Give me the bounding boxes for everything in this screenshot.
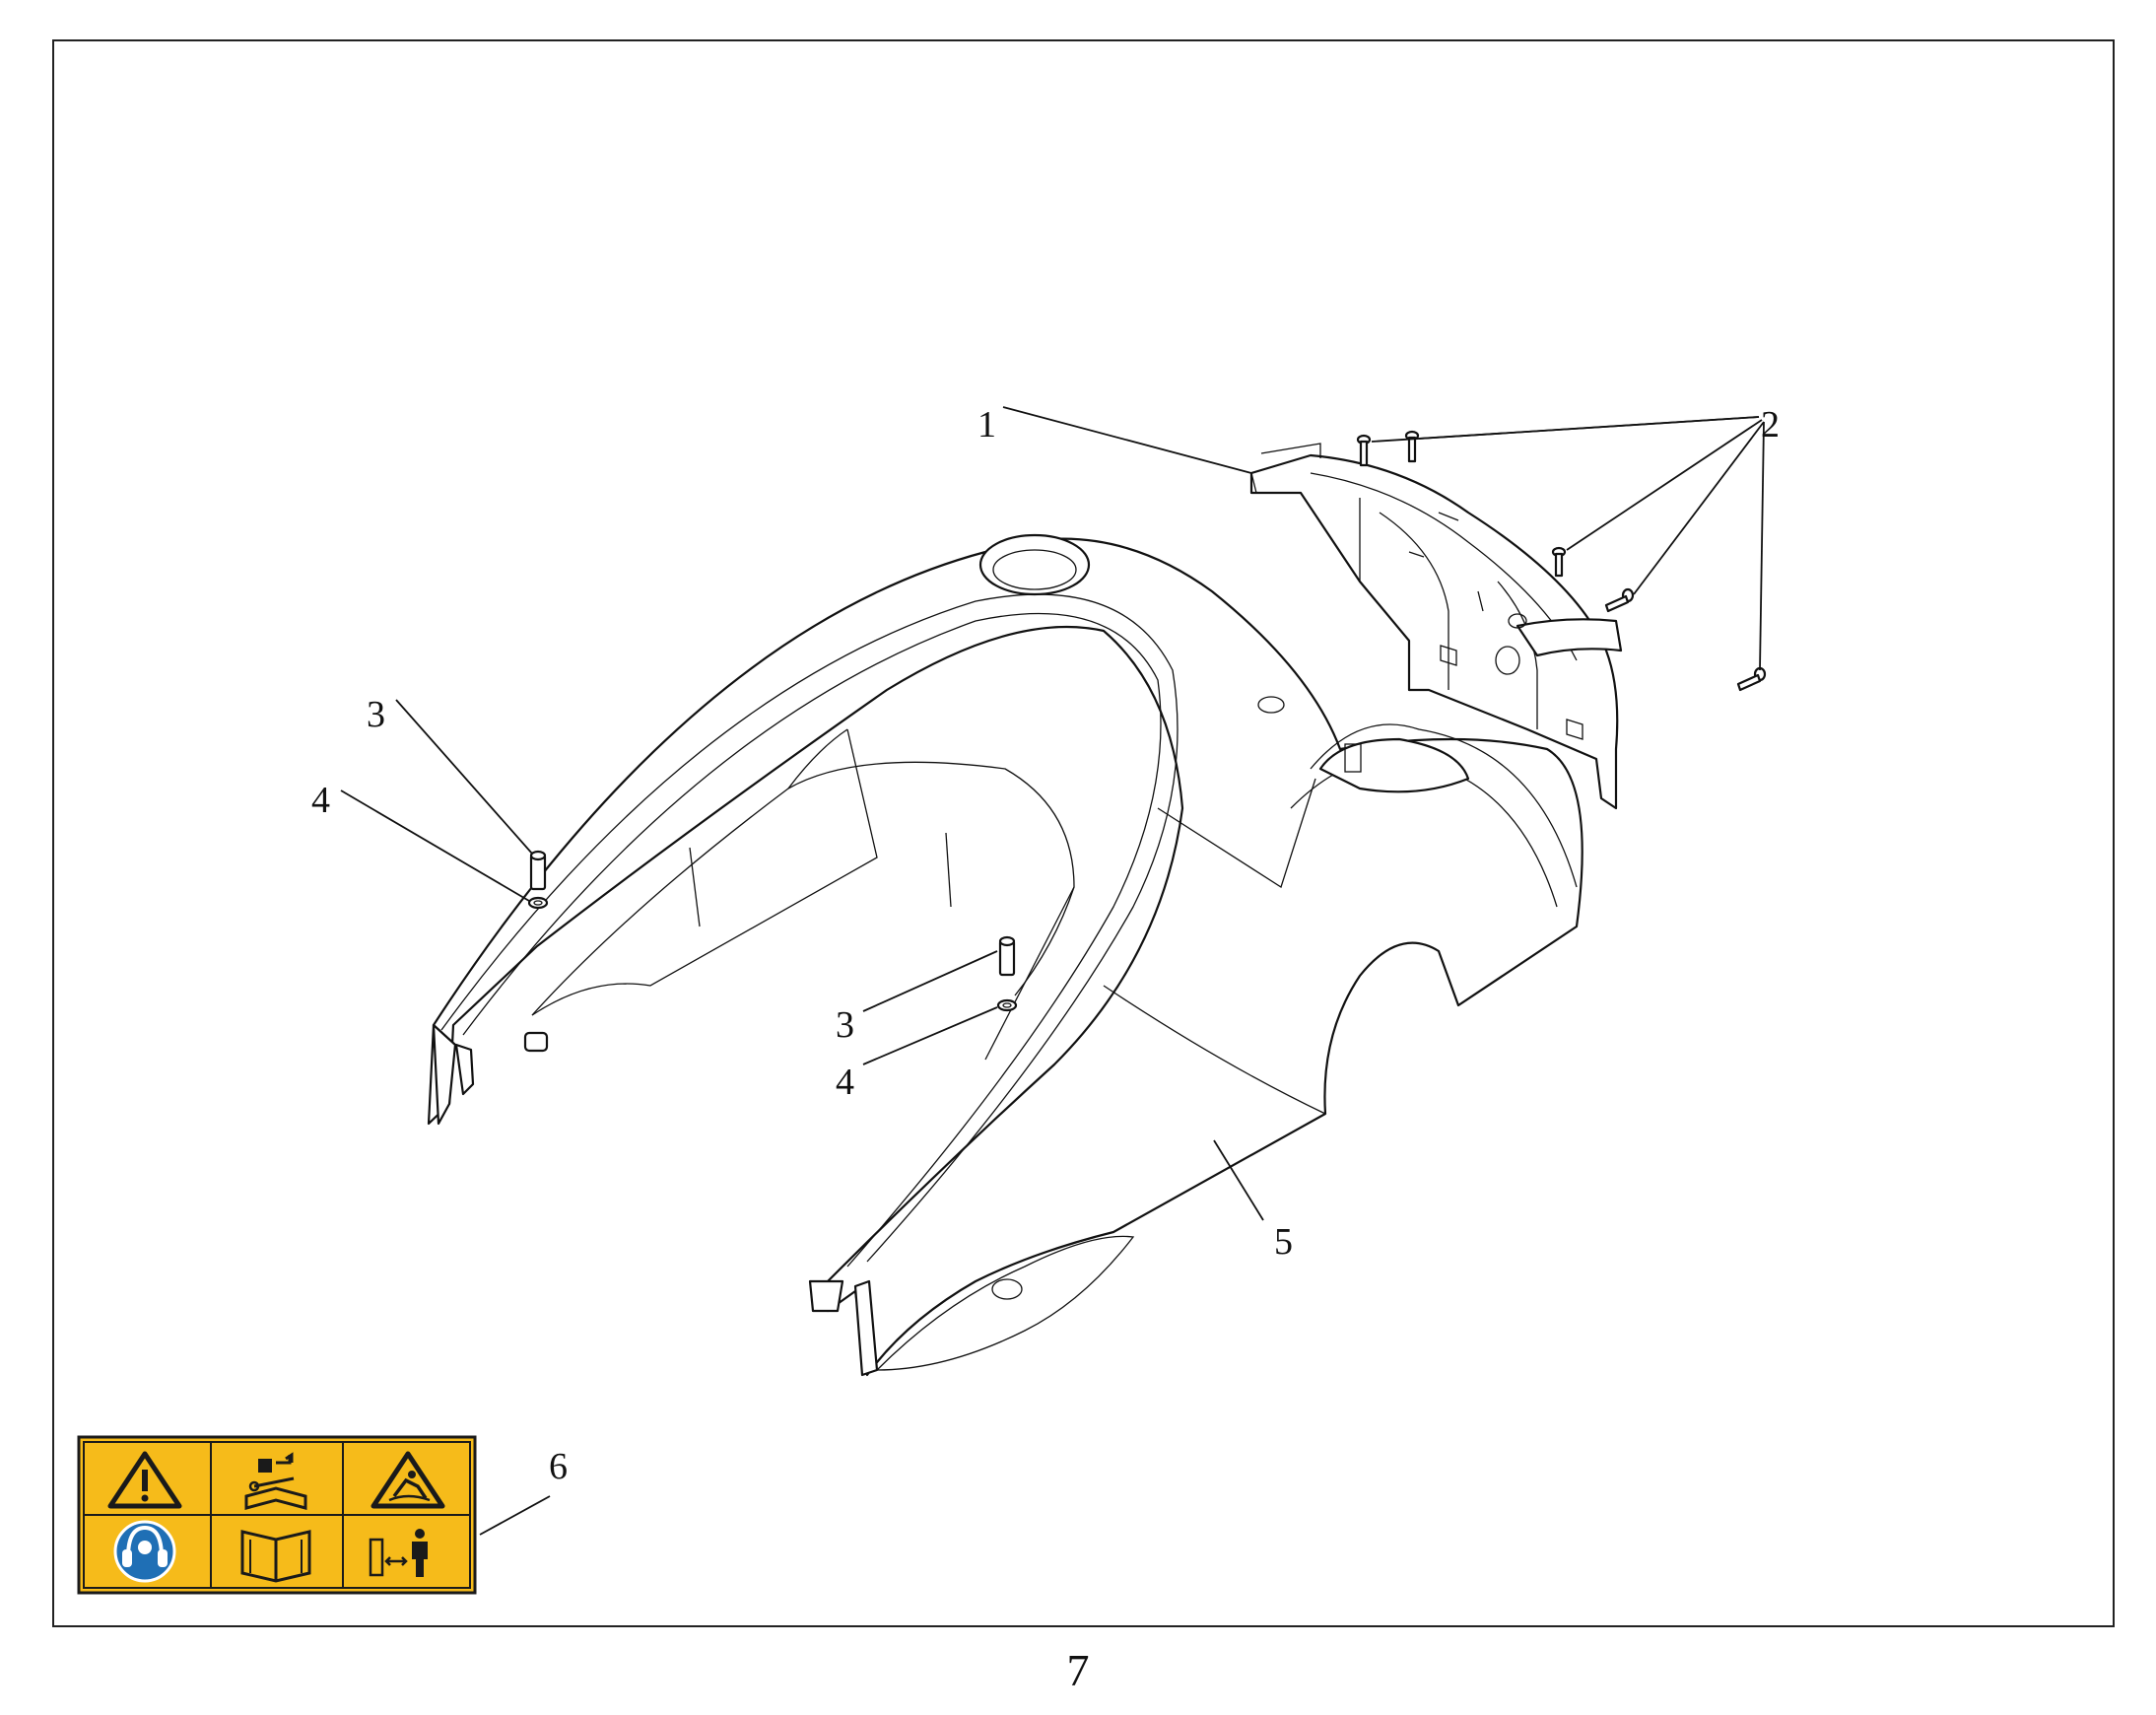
safety-label-part-6 (77, 1435, 477, 1595)
warning-triangle-icon (107, 1451, 182, 1509)
bolt-and-washer-center (996, 935, 1018, 1012)
leader-lines (340, 406, 1765, 1536)
operator-manual-icon (240, 1530, 311, 1583)
callout-3-center: 3 (836, 1004, 854, 1046)
callout-2: 2 (1761, 404, 1780, 446)
body-cover-part-5 (427, 533, 1583, 1377)
read-service-manual-icon (244, 1452, 307, 1510)
callout-3-left: 3 (367, 694, 385, 735)
entanglement-hazard-icon (371, 1451, 445, 1509)
ear-protection-icon (113, 1520, 176, 1583)
page-number: 7 (1066, 1645, 1090, 1695)
rear-bracket-part-1 (1249, 443, 1623, 810)
keep-distance-icon (369, 1529, 428, 1577)
callout-4-center: 4 (836, 1062, 854, 1103)
bolt-and-washer-left (527, 850, 549, 910)
callout-6: 6 (549, 1446, 568, 1487)
drawing-frame (52, 39, 2115, 1627)
callout-4-left: 4 (311, 780, 330, 821)
callout-5: 5 (1274, 1221, 1293, 1263)
screws-part-2 (1356, 430, 1767, 692)
callout-1: 1 (977, 404, 996, 446)
